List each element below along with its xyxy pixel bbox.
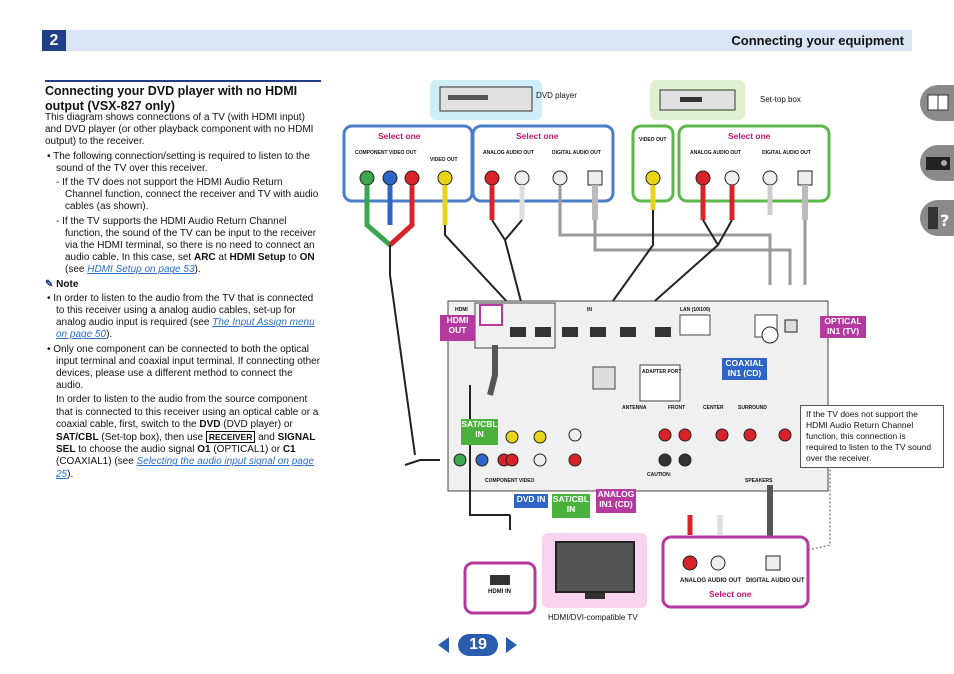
note-heading: ✎ Note bbox=[45, 278, 79, 290]
optical-in1-box: OPTICAL IN1 (TV) bbox=[820, 316, 866, 338]
adapter-port-label: ADAPTER PORT bbox=[642, 369, 682, 375]
stb-video-out-label: VIDEO OUT bbox=[639, 137, 667, 143]
dvd-digital-audio-out-label: DIGITAL AUDIO OUT bbox=[552, 150, 601, 156]
dvd-audio-frame bbox=[471, 124, 615, 203]
stb-analog-audio-out-label: ANALOG AUDIO OUT bbox=[690, 150, 741, 156]
remote-help-icon[interactable]: ? bbox=[920, 200, 954, 236]
section-heading: Connecting your DVD player with no HDMI … bbox=[45, 80, 321, 114]
body-text: This diagram shows connections of a TV (… bbox=[45, 112, 322, 483]
component-video-out-label: COMPONENT VIDEO OUT bbox=[355, 150, 417, 156]
coaxial-in1-box: COAXIAL IN1 (CD) bbox=[722, 358, 767, 380]
prev-page-icon[interactable] bbox=[438, 637, 449, 653]
sub-bullet-1: - If the TV does not support the HDMI Au… bbox=[56, 177, 319, 213]
hdmi-setup-link[interactable]: HDMI Setup on page 53 bbox=[87, 264, 195, 276]
hdmi-in-label: HDMI IN bbox=[488, 589, 511, 595]
note-2: • Only one component can be connected to… bbox=[47, 343, 321, 392]
sub-bullet-2: - If the TV supports the HDMI Audio Retu… bbox=[56, 215, 317, 276]
next-page-icon[interactable] bbox=[506, 637, 517, 653]
note-2-cont: In order to listen to the audio from the… bbox=[56, 394, 319, 480]
tv-hdmi-frame bbox=[463, 561, 537, 615]
speakers-label: SPEAKERS bbox=[745, 478, 773, 484]
front-label: FRONT bbox=[668, 405, 686, 411]
receiver-in-label: IN bbox=[587, 307, 592, 313]
input-assign-link[interactable]: The Input Assign menu on page 50 bbox=[56, 317, 315, 341]
center-label: CENTER bbox=[703, 405, 724, 411]
stb-audio-frame bbox=[677, 124, 831, 203]
receiver-icon[interactable] bbox=[920, 145, 954, 181]
select-one-tv: Select one bbox=[709, 589, 752, 599]
intro-text: This diagram shows connections of a TV (… bbox=[45, 112, 314, 148]
caution-label: CAUTION: bbox=[647, 472, 672, 478]
dvd-player-label: DVD player bbox=[536, 91, 577, 100]
tv-audio-frame bbox=[661, 535, 810, 609]
select-one-stb-audio: Select one bbox=[728, 131, 771, 141]
set-top-box-label: Set-top box bbox=[760, 95, 801, 104]
component-video-label: COMPONENT VIDEO bbox=[485, 478, 535, 484]
stb-digital-audio-out-label: DIGITAL AUDIO OUT bbox=[762, 150, 811, 156]
audio-input-link[interactable]: Selecting the audio input signal on page… bbox=[56, 456, 314, 480]
section-number: 2 bbox=[42, 30, 66, 51]
analog-in1-box: ANALOG IN1 (CD) bbox=[596, 489, 636, 513]
header-bar bbox=[42, 30, 912, 51]
receiver-lan-label: LAN (10/100) bbox=[680, 307, 711, 313]
bullet-1: • The following connection/setting is re… bbox=[47, 150, 310, 174]
header-title: Connecting your equipment bbox=[731, 33, 904, 48]
antenna-label: ANTENNA bbox=[622, 405, 647, 411]
book-icon[interactable] bbox=[920, 85, 954, 121]
sat-cbl-in2-box: SAT/CBL IN bbox=[552, 494, 590, 518]
surround-label: SURROUND bbox=[738, 405, 767, 411]
dvd-video-out-label: VIDEO OUT bbox=[430, 157, 458, 163]
tv-note-box: If the TV does not support the HDMI Audi… bbox=[800, 405, 944, 468]
select-one-dvd-audio: Select one bbox=[516, 131, 559, 141]
note-1: • In order to listen to the audio from t… bbox=[47, 292, 315, 341]
hdmi-out-box: HDMI OUT bbox=[440, 315, 475, 341]
connection-diagram bbox=[342, 80, 831, 615]
note-pencil-icon: ✎ bbox=[45, 278, 54, 290]
select-one-dvd-video: Select one bbox=[378, 131, 421, 141]
tv-digital-audio-out-label: DIGITAL AUDIO OUT bbox=[746, 578, 805, 584]
page-number: 19 bbox=[458, 634, 498, 656]
dvd-in-box: DVD IN bbox=[514, 494, 548, 508]
tv-label: HDMI/DVI-compatible TV bbox=[548, 613, 638, 622]
svg-text:?: ? bbox=[940, 211, 949, 230]
tv-analog-audio-out-label: ANALOG AUDIO OUT bbox=[680, 578, 742, 584]
dvd-analog-audio-out-label: ANALOG AUDIO OUT bbox=[483, 150, 534, 156]
receiver-hdmi-label: HDMI bbox=[455, 307, 468, 313]
sat-cbl-in-box: SAT/CBL IN bbox=[461, 419, 498, 445]
